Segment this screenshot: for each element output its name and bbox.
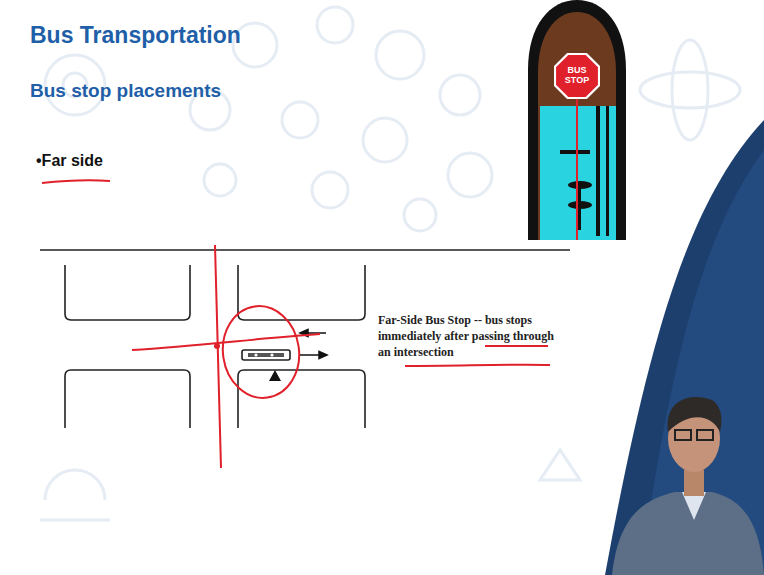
bus-stop-shelter — [528, 0, 626, 240]
bullet-point: •Far side — [36, 152, 103, 170]
bus-stop-sign: BUS STOP — [554, 53, 600, 99]
subtitle: Bus stop placements — [30, 80, 221, 102]
presenter — [612, 397, 764, 575]
caption-note: Far-Side Bus Stop -- bus stops immediate… — [378, 312, 558, 360]
sign-text: BUS STOP — [564, 66, 590, 86]
slide-title: Bus Transportation — [30, 22, 241, 49]
